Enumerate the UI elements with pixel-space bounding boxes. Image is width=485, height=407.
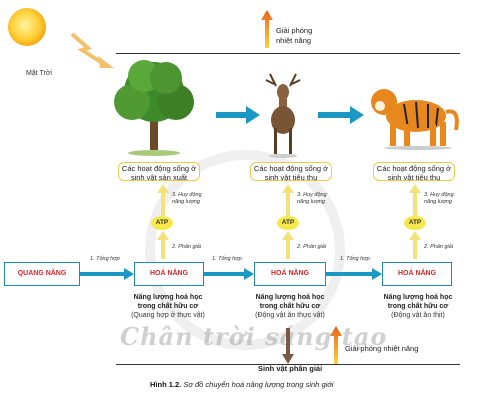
usage-label-3: 3. Huy động năng lượng bbox=[424, 192, 454, 205]
decomposer-arrow-icon bbox=[282, 328, 294, 364]
activity-box-producer: Các hoạt động sống ở sinh vật sản xuất bbox=[118, 162, 200, 182]
figure-caption-text: Sơ đồ chuyển hoá năng lượng trong sinh g… bbox=[183, 380, 334, 389]
atp-3: ATP bbox=[404, 216, 426, 230]
breakdown-label-2: 2. Phân giải bbox=[297, 244, 327, 250]
watermark: Chân trời sáng tạo bbox=[120, 322, 388, 351]
top-divider bbox=[116, 53, 460, 54]
heat-release-bottom-arrow-icon bbox=[330, 326, 342, 364]
figure-caption-number: Hình 1.2. bbox=[150, 380, 182, 389]
usage-arrow-1-icon bbox=[157, 184, 169, 216]
heat-release-top-label: Giải phóng nhiệt năng bbox=[276, 26, 312, 46]
heat-release-top-line1: Giải phóng bbox=[276, 26, 313, 35]
light-energy-box: QUANG NĂNG bbox=[4, 262, 80, 286]
activity-box-consumer-2: Các hoạt động sống ở sinh vật tiêu thụ bbox=[373, 162, 455, 182]
background-emblem bbox=[145, 150, 345, 350]
figure-caption: Hình 1.2. Sơ đồ chuyển hoá năng lượng tr… bbox=[150, 380, 333, 389]
bottom-divider bbox=[116, 364, 460, 365]
atp-2: ATP bbox=[277, 216, 299, 230]
decomposer-label: Sinh vật phân giải bbox=[258, 364, 323, 373]
sunlight-arrow-icon bbox=[70, 32, 114, 68]
caption-producer-line1: Năng lượng hoá học bbox=[133, 294, 203, 301]
synthesis-label-1: 1. Tổng hợp bbox=[90, 256, 120, 262]
usage-label-1: 3. Huy động năng lượng bbox=[172, 192, 202, 205]
synthesis-arrow-1-icon bbox=[80, 268, 134, 280]
synthesis-label-2: 1. Tổng hợp bbox=[212, 256, 242, 262]
breakdown-label-1: 2. Phân giải bbox=[172, 244, 202, 250]
sun-icon bbox=[8, 8, 46, 46]
sun-label: Mặt Trời bbox=[26, 70, 52, 77]
caption-carnivore-line3: (Động vật ăn thịt) bbox=[391, 312, 445, 319]
heat-release-top-line2: nhiệt năng bbox=[276, 36, 312, 45]
arrow-tree-to-deer-icon bbox=[216, 106, 260, 124]
synthesis-label-3: 1. Tổng hợp bbox=[340, 256, 370, 262]
usage-arrow-2-icon bbox=[282, 184, 294, 216]
tree-image bbox=[114, 60, 194, 156]
chemical-energy-box-3: HOÁ NĂNG bbox=[382, 262, 452, 286]
caption-producer-line2: trong chất hữu cơ bbox=[137, 303, 199, 310]
arrow-deer-to-tiger-icon bbox=[318, 106, 364, 124]
synthesis-arrow-3-icon bbox=[326, 268, 382, 280]
activity-box-consumer-1: Các hoạt động sống ở sinh vật tiêu thụ bbox=[250, 162, 332, 182]
heat-release-bottom-label: Giải phóng nhiệt năng bbox=[345, 344, 419, 353]
caption-carnivore-line2: trong chất hữu cơ bbox=[387, 303, 449, 310]
heat-release-top-arrow-icon bbox=[261, 10, 273, 48]
caption-herbivore: Năng lượng hoá học trong chất hữu cơ (Độ… bbox=[240, 293, 340, 320]
caption-herbivore-line3: (Động vật ăn thực vật) bbox=[255, 312, 325, 319]
usage-arrow-3-icon bbox=[409, 184, 421, 216]
synthesis-arrow-2-icon bbox=[204, 268, 254, 280]
breakdown-arrow-3-icon bbox=[409, 231, 421, 259]
usage-label-2: 3. Huy động năng lượng bbox=[297, 192, 327, 205]
chemical-energy-box-2: HOÁ NĂNG bbox=[254, 262, 326, 286]
breakdown-arrow-2-icon bbox=[282, 231, 294, 259]
caption-producer-line3: (Quang hợp ở thực vật) bbox=[131, 312, 205, 319]
caption-herbivore-line2: trong chất hữu cơ bbox=[259, 303, 321, 310]
deer-image bbox=[265, 73, 301, 158]
caption-herbivore-line1: Năng lượng hoá học bbox=[255, 294, 325, 301]
tiger-image bbox=[371, 89, 459, 150]
breakdown-arrow-1-icon bbox=[157, 231, 169, 259]
caption-carnivore-line1: Năng lượng hoá học bbox=[383, 294, 453, 301]
chemical-energy-box-1: HOÁ NĂNG bbox=[134, 262, 204, 286]
caption-carnivore: Năng lượng hoá học trong chất hữu cơ (Độ… bbox=[368, 293, 468, 320]
caption-producer: Năng lượng hoá học trong chất hữu cơ (Qu… bbox=[118, 293, 218, 320]
breakdown-label-3: 2. Phân giải bbox=[424, 244, 454, 250]
atp-1: ATP bbox=[151, 216, 173, 230]
